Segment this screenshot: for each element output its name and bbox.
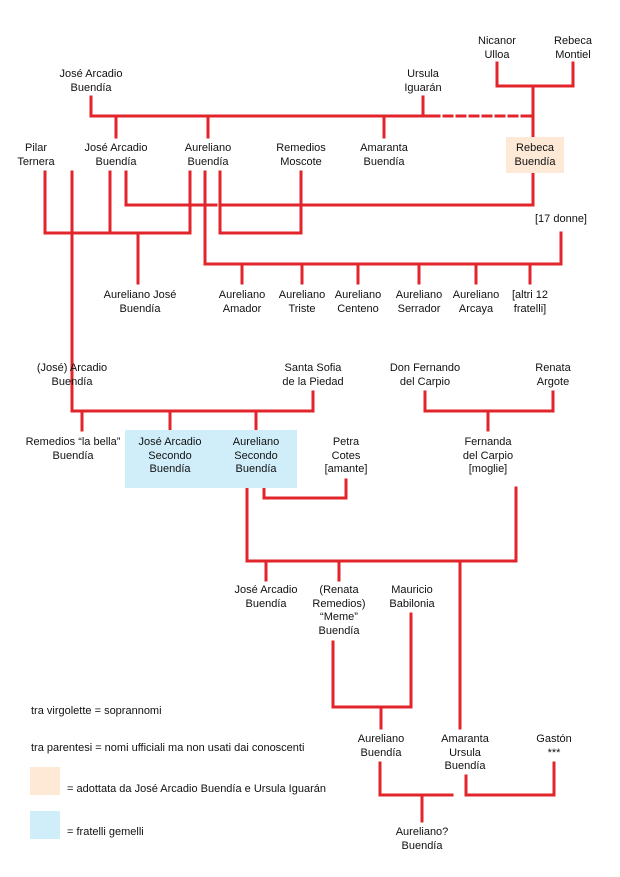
legend-gemelli: = fratelli gemelli xyxy=(67,826,144,838)
legend-twins-swatch xyxy=(30,811,60,839)
label-17-donne: [17 donne] xyxy=(535,213,587,225)
twins-highlight xyxy=(125,430,297,488)
person-aureliano-last: Aureliano?Buendía xyxy=(395,826,449,852)
person-remedios-la-bella: Remedios “la bella”Buendía xyxy=(25,436,121,462)
legend-adottata: = adottata da José Arcadio Buendía e Urs… xyxy=(67,783,326,795)
legend-adopted-swatch xyxy=(30,767,60,795)
legend-parentesi: tra parentesi = nomi ufficiali ma non us… xyxy=(31,742,305,754)
person-gaston: Gastón*** xyxy=(536,733,572,759)
legend-virgolette: tra virgolette = soprannomi xyxy=(31,705,162,717)
adopted-highlight xyxy=(506,137,564,173)
